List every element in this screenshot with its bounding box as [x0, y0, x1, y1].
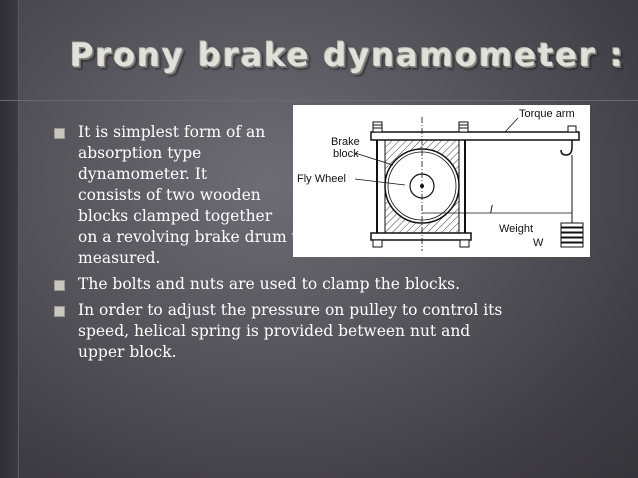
bullet-item: It is simplest form of an absorption typ… — [54, 122, 594, 269]
weight-label: Weight — [499, 223, 533, 235]
bolt-right-bottom — [459, 239, 470, 248]
bullet-line: dynamometer. It — [78, 165, 208, 183]
bullet-item: In order to adjust the pressure on pulle… — [54, 300, 594, 363]
hook — [560, 140, 573, 156]
bullet-list: It is simplest form of an absorption typ… — [54, 122, 594, 368]
bolt-middle-top — [458, 121, 469, 133]
bullet-line: measured. — [78, 249, 161, 267]
left-accent-bar — [0, 0, 19, 478]
bullet-marker-icon — [54, 306, 65, 317]
prony-brake-diagram: Torque arm Brake block Fly Wheel l Weigh… — [293, 105, 590, 257]
bullet-line: In order to adjust the pressure on pulle… — [78, 301, 503, 319]
w-label: W — [533, 237, 544, 249]
bullet-line: speed, helical spring is provided betwee… — [78, 322, 471, 340]
slide-title: Prony brake dynamometer : — [70, 36, 625, 74]
bullet-line: It is simplest form of an — [78, 123, 266, 141]
torque-arm-label: Torque arm — [519, 108, 575, 120]
bullet-line: consists of two wooden — [78, 186, 261, 204]
bullet-line: blocks clamped together — [78, 207, 273, 225]
block-label: block — [333, 148, 359, 160]
bullet-line: upper block. — [78, 343, 177, 361]
bullet-marker-icon — [54, 128, 65, 139]
bottom-strap — [370, 232, 472, 241]
length-label: l — [490, 204, 493, 216]
fly-wheel-label: Fly Wheel — [297, 173, 346, 185]
bolt-left-bottom — [372, 239, 383, 248]
brake-label: Brake — [331, 136, 360, 148]
bullet-item: The bolts and nuts are used to clamp the… — [54, 274, 594, 295]
torque-arm-bar — [370, 131, 580, 141]
prony-brake-drawing: Torque arm Brake block Fly Wheel l Weigh… — [297, 108, 584, 251]
bolt-left-top — [372, 121, 383, 133]
bullet-line: The bolts and nuts are used to clamp the… — [78, 275, 460, 293]
title-divider — [0, 100, 638, 101]
bullet-line: absorption type — [78, 144, 202, 162]
weight-stack — [560, 222, 584, 248]
bolt-right-top — [567, 125, 577, 133]
bullet-marker-icon — [54, 280, 65, 291]
